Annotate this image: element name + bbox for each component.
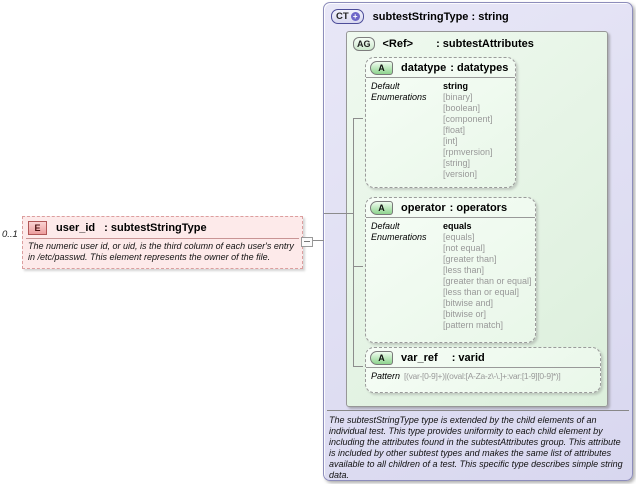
- default-value: equals: [443, 221, 472, 231]
- enumeration-list: [equals][not equal][greater than][less t…: [443, 232, 532, 330]
- pattern-label: Pattern: [371, 371, 401, 381]
- attribute-name: datatype: [401, 62, 447, 74]
- attribute-datatype-header[interactable]: A datatype : datatypes: [366, 58, 515, 77]
- attribute-facets: Pattern [(var-[0-9]+)|(oval:[A-Za-z\-\.]…: [366, 367, 600, 382]
- complex-type-box: CT + subtestStringType : string AG <Ref>…: [323, 2, 633, 481]
- cardinality-label: 0..1: [2, 229, 18, 240]
- element-header: E user_id : subtestStringType: [23, 217, 302, 236]
- attribute-group-header[interactable]: AG <Ref> : subtestAttributes: [353, 37, 534, 51]
- attribute-name: operator: [401, 202, 446, 214]
- pattern-value: [(var-[0-9]+)|(oval:[A-Za-z\-\.]+:var:[1…: [404, 371, 561, 381]
- connector-line: [354, 118, 363, 119]
- collapse-handle-icon[interactable]: [301, 237, 313, 247]
- facet-labels: Default Enumerations: [371, 221, 443, 331]
- connector-line: [354, 366, 363, 367]
- attribute-type: : datatypes: [450, 62, 509, 74]
- default-label: Default: [371, 81, 400, 91]
- attribute-badge: A: [370, 201, 393, 215]
- attribute-group-name: <Ref>: [382, 38, 414, 50]
- attribute-operator-box: A operator : operators Default Enumerati…: [365, 197, 536, 343]
- attribute-type: : operators: [449, 202, 508, 214]
- enumerations-label: Enumerations: [371, 232, 427, 242]
- complex-type-badge-label: CT: [336, 11, 349, 22]
- expand-icon[interactable]: +: [350, 12, 360, 21]
- element-name: user_id: [56, 222, 96, 234]
- attribute-group-box: AG <Ref> : subtestAttributes A datatype …: [346, 31, 608, 407]
- default-value: string: [443, 81, 469, 91]
- attribute-operator-header[interactable]: A operator : operators: [366, 198, 535, 217]
- connector-line: [324, 213, 353, 214]
- attribute-var-ref-header[interactable]: A var_ref : varid: [366, 348, 600, 367]
- complex-type-header[interactable]: CT + subtestStringType : string: [331, 9, 509, 24]
- attribute-var-ref-box: A var_ref : varid Pattern [(var-[0-9]+)|…: [365, 347, 601, 393]
- attribute-name: var_ref: [401, 352, 438, 364]
- divider: [327, 410, 629, 411]
- attribute-group-type: : subtestAttributes: [436, 38, 534, 50]
- facet-values: equals [equals][not equal][greater than]…: [443, 221, 532, 331]
- attribute-type: : varid: [451, 352, 485, 364]
- facet-labels: Default Enumerations: [371, 81, 443, 180]
- complex-type-title: subtestStringType : string: [372, 10, 509, 23]
- enumeration-list: [binary][boolean][component][float][int]…: [443, 92, 493, 179]
- attribute-facets: Default Enumerations string [binary][boo…: [366, 77, 515, 180]
- divider: [26, 238, 299, 239]
- element-annotation: The numeric user id, or uid, is the thir…: [28, 241, 294, 262]
- attribute-facets: Default Enumerations equals [equals][not…: [366, 217, 535, 331]
- attribute-group-badge: AG: [353, 37, 375, 51]
- connector-line: [354, 266, 363, 267]
- attribute-badge: A: [370, 351, 393, 365]
- element-badge: E: [28, 221, 47, 235]
- complex-type-badge: CT +: [331, 9, 364, 24]
- facet-values: string [binary][boolean][component][floa…: [443, 81, 493, 180]
- default-label: Default: [371, 221, 400, 231]
- element-type: : subtestStringType: [104, 222, 207, 234]
- connector-spine-line: [353, 118, 354, 367]
- connector-line: [312, 240, 324, 241]
- attribute-badge: A: [370, 61, 393, 75]
- element-user-id-box[interactable]: E user_id : subtestStringType The numeri…: [22, 216, 303, 269]
- attribute-datatype-box: A datatype : datatypes Default Enumerati…: [365, 57, 516, 188]
- enumerations-label: Enumerations: [371, 92, 427, 102]
- complex-type-annotation: The subtestStringType type is extended b…: [329, 415, 623, 480]
- minus-icon: [304, 241, 310, 242]
